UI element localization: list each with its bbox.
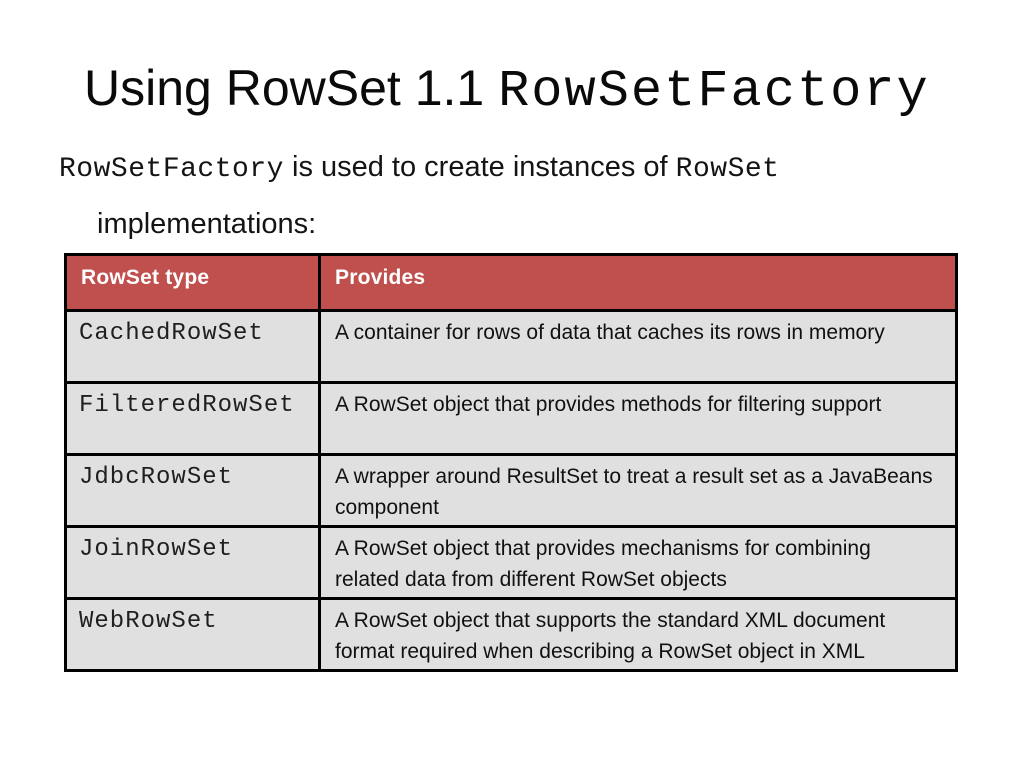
provides-cell: A container for rows of data that caches… (318, 309, 958, 384)
rowset-type-cell: JdbcRowSet (64, 453, 321, 528)
table-row-filteredrowset: FilteredRowSet A RowSet object that prov… (64, 381, 958, 456)
title-text: Using RowSet 1.1 (84, 60, 499, 116)
provides-cell: A RowSet object that provides methods fo… (318, 381, 958, 456)
title-code-text: RowSetFactory (498, 62, 930, 121)
table-header-row: RowSet type Provides (64, 253, 958, 312)
rowset-table: RowSet type Provides CachedRowSet A cont… (64, 253, 958, 672)
table-row-jdbcrowset: JdbcRowSet A wrapper around ResultSet to… (64, 453, 958, 528)
table-row-joinrowset: JoinRowSet A RowSet object that provides… (64, 525, 958, 600)
rowset-type-cell: WebRowSet (64, 597, 321, 672)
table-row-cachedrowset: CachedRowSet A container for rows of dat… (64, 309, 958, 384)
rowset-type-cell: FilteredRowSet (64, 381, 321, 456)
column-header-rowset-type: RowSet type (64, 253, 321, 312)
table-row-webrowset: WebRowSet A RowSet object that supports … (64, 597, 958, 672)
slide-subtitle: RowSetFactory is used to create instance… (59, 140, 779, 252)
provides-cell: A RowSet object that supports the standa… (318, 597, 958, 672)
subtitle-code-rowset: RowSet (675, 154, 780, 185)
page-title: Using RowSet 1.1 RowSetFactory (84, 56, 930, 124)
column-header-provides: Provides (318, 253, 958, 312)
subtitle-text: is used to create instances of (283, 151, 676, 183)
rowset-type-cell: JoinRowSet (64, 525, 321, 600)
subtitle-code-rowsetfactory: RowSetFactory (59, 154, 284, 185)
provides-cell: A RowSet object that provides mechanisms… (318, 525, 958, 600)
rowset-type-cell: CachedRowSet (64, 309, 321, 384)
subtitle-line2: implementations: (97, 208, 317, 240)
provides-cell: A wrapper around ResultSet to treat a re… (318, 453, 958, 528)
